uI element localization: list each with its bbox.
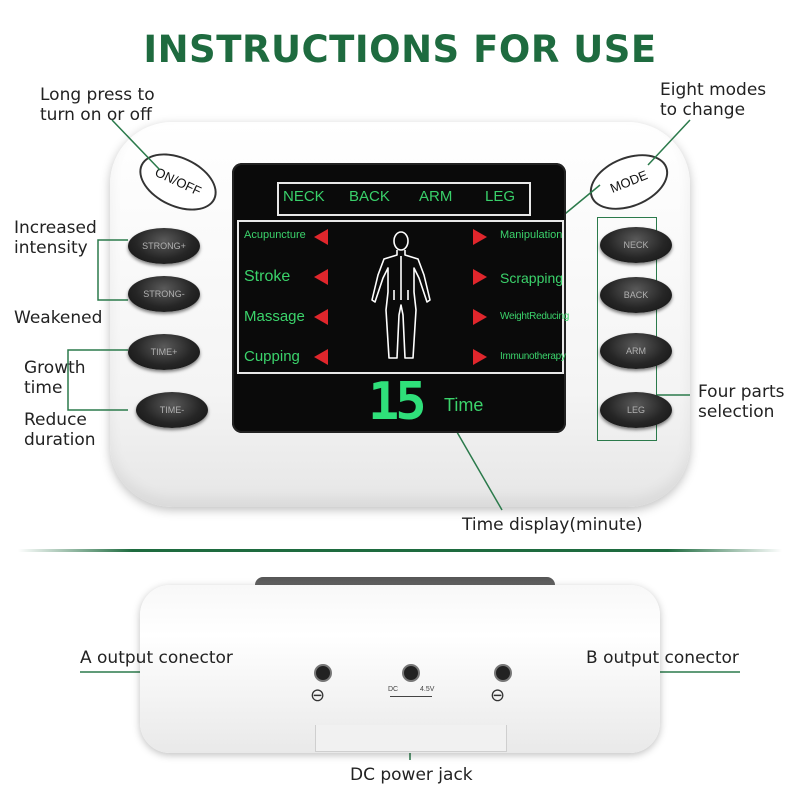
mode-callout: Eight modes to change (660, 80, 766, 120)
mode-immunotherapy: Immunotherapy (500, 351, 566, 362)
growth-callout: Growth time (24, 358, 86, 398)
reduce-callout-text: Reduce duration (24, 410, 96, 450)
leg-button[interactable]: LEG (600, 392, 672, 428)
back-button[interactable]: BACK (600, 277, 672, 313)
increased-callout-text: Increased intensity (14, 218, 97, 258)
leg-label: LEG (626, 405, 645, 415)
dc-jack-callout-text: DC power jack (350, 765, 473, 785)
time-display-pointer (449, 419, 503, 511)
dc-label: DC (388, 686, 399, 693)
parts-bracket (597, 217, 657, 441)
mode-scrapping: Scrapping (500, 270, 564, 286)
mode-cupping: Cupping (244, 348, 300, 365)
mode-manipulation: Manipulation (500, 229, 563, 241)
weakened-callout-text: Weakened (14, 308, 103, 328)
parts-indicator-box (277, 182, 531, 216)
time-minus-label: TIME- (159, 405, 185, 415)
arrow-left-icon (314, 349, 328, 365)
dc-jack-callout: DC power jack (350, 765, 473, 785)
section-divider (18, 549, 782, 552)
mode-weight-reducing: WeightReducing (500, 311, 569, 322)
mode-massage: Massage (244, 308, 305, 325)
screen-part-back: BACK (349, 188, 390, 205)
timer-value: 15 (368, 372, 427, 432)
back-label: BACK (623, 290, 649, 300)
b-output-callout-text: B output conector (586, 648, 739, 668)
arrow-right-icon (473, 309, 487, 325)
b-output-callout: B output conector (586, 648, 739, 668)
arrow-right-icon (473, 269, 487, 285)
battery-cover (315, 725, 507, 752)
on-off-callout: Long press to turn on or off (40, 85, 155, 125)
dc-power-jack[interactable] (402, 664, 420, 682)
growth-callout-text: Growth time (24, 358, 86, 398)
four-parts-callout-text: Four parts selection (698, 382, 785, 422)
time-plus-label: TIME+ (150, 347, 178, 357)
arrow-right-icon (473, 349, 487, 365)
output-plug-icon: ⊖ (490, 685, 506, 705)
strong-plus-label: STRONG+ (142, 241, 186, 251)
body-figure-icon (371, 231, 431, 359)
arm-button[interactable]: ARM (600, 333, 672, 369)
screen-part-arm: ARM (419, 188, 453, 205)
arm-label: ARM (626, 346, 646, 356)
time-bracket (67, 349, 128, 411)
output-plug-icon: ⊖ (310, 685, 326, 705)
timer-label: Time (444, 395, 484, 415)
weakened-callout: Weakened (14, 308, 102, 328)
a-output-callout-text: A output conector (80, 648, 233, 668)
on-off-callout-text: Long press to turn on or off (40, 85, 155, 125)
b-output-jack[interactable] (494, 664, 512, 682)
arrow-left-icon (314, 269, 328, 285)
mode-stroke: Stroke (244, 268, 291, 285)
time-minus-button[interactable]: TIME- (136, 392, 208, 428)
arrow-left-icon (314, 229, 328, 245)
modes-box (237, 220, 564, 374)
on-off-pointer (111, 119, 161, 171)
four-parts-callout: Four parts selection (698, 382, 784, 422)
time-display-callout-text: Time display(minute) (462, 515, 643, 535)
a-output-callout: A output conector (80, 648, 233, 668)
neck-button[interactable]: NECK (600, 227, 672, 263)
reduce-callout: Reduce duration (24, 410, 96, 450)
time-display-callout: Time display(minute) (462, 515, 643, 535)
strong-minus-label: STRONG- (143, 289, 185, 299)
mode-callout-text: Eight modes to change (660, 80, 767, 120)
time-plus-button[interactable]: TIME+ (128, 334, 200, 370)
screen-part-leg: LEG (485, 188, 516, 205)
page-title: INSTRUCTIONS FOR USE (143, 28, 657, 71)
intensity-bracket (97, 239, 128, 301)
mode-pointer (647, 119, 691, 166)
mode-acupuncture: Acupuncture (244, 229, 306, 241)
increased-callout: Increased intensity (14, 218, 97, 258)
dc-polarity-icon (390, 696, 432, 697)
screen-part-neck: NECK (283, 188, 325, 205)
neck-label: NECK (623, 240, 649, 250)
arrow-right-icon (473, 229, 487, 245)
screen-pointer (559, 184, 601, 219)
dc-voltage-label: 4.5V (420, 686, 435, 693)
a-output-jack[interactable] (314, 664, 332, 682)
lcd-screen (232, 163, 566, 433)
arrow-left-icon (314, 309, 328, 325)
strong-minus-button[interactable]: STRONG- (128, 276, 200, 312)
strong-plus-button[interactable]: STRONG+ (128, 228, 200, 264)
